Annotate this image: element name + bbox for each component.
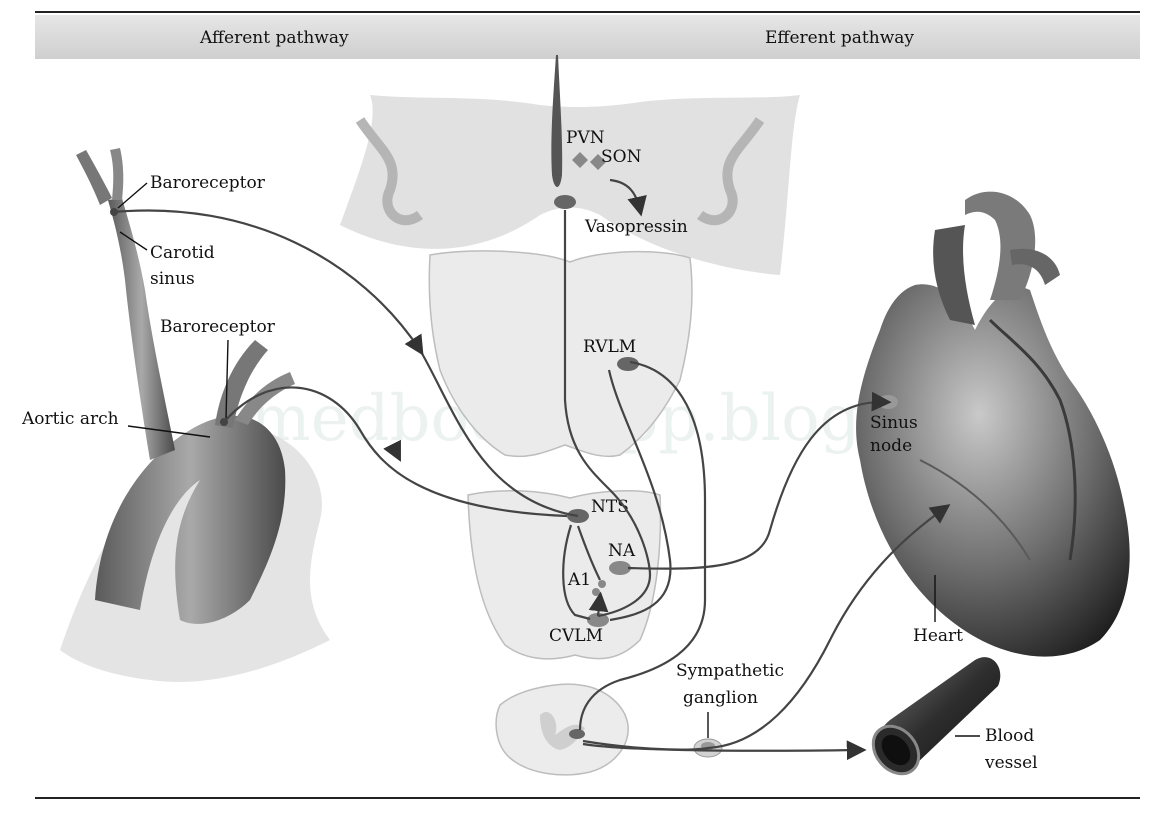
- a1-label: A1: [567, 570, 591, 590]
- sinus-node-label-line2: node: [870, 436, 912, 456]
- cvlm-label: CVLM: [549, 626, 603, 646]
- sinus-node-label-line1: Sinus: [870, 413, 918, 433]
- carotid-sinus-leader: [119, 231, 148, 251]
- na-label: NA: [608, 541, 636, 561]
- aortic-arch-label: Aortic arch: [21, 409, 119, 429]
- pons-section: RVLM: [428, 250, 693, 457]
- carotid-sinus-label-line2: sinus: [150, 269, 195, 289]
- efferent-pathway-title: Efferent pathway: [765, 28, 914, 48]
- baroreceptor-aortic-leader: [225, 339, 229, 419]
- heart-label: Heart: [913, 626, 963, 646]
- sympathetic-ganglion-label-line2: ganglion: [683, 688, 758, 708]
- heart-illustration: Sinus node: [856, 191, 1130, 657]
- pvn-label: PVN: [566, 128, 605, 148]
- blood-vessel-illustration: [871, 657, 1001, 776]
- rvlm-label: RVLM: [583, 337, 636, 357]
- baroreceptor-carotid-label: Baroreceptor: [150, 173, 266, 193]
- baroreceptor-aortic-label: Baroreceptor: [160, 317, 276, 337]
- sympathetic-ganglion-label-line1: Sympathetic: [676, 661, 784, 681]
- neural-pathways: [113, 209, 951, 761]
- baroreceptor-carotid-leader: [117, 182, 148, 209]
- header-band: Afferent pathway Efferent pathway: [35, 11, 1140, 59]
- son-label: SON: [601, 147, 642, 167]
- carotid-aortic-illustration: [60, 148, 330, 682]
- spinal-cord-section: [495, 683, 629, 776]
- afferent-pathway-title: Afferent pathway: [199, 28, 349, 48]
- vasopressin-label: Vasopressin: [584, 217, 688, 237]
- carotid-sinus-label-line1: Carotid: [150, 243, 215, 263]
- blood-vessel-label-line2: vessel: [984, 753, 1038, 773]
- blood-vessel-label-line1: Blood: [985, 726, 1034, 746]
- hypothalamus-section: PVN SON Vasopressin: [340, 55, 800, 275]
- aortic-arch-leader: [127, 425, 211, 438]
